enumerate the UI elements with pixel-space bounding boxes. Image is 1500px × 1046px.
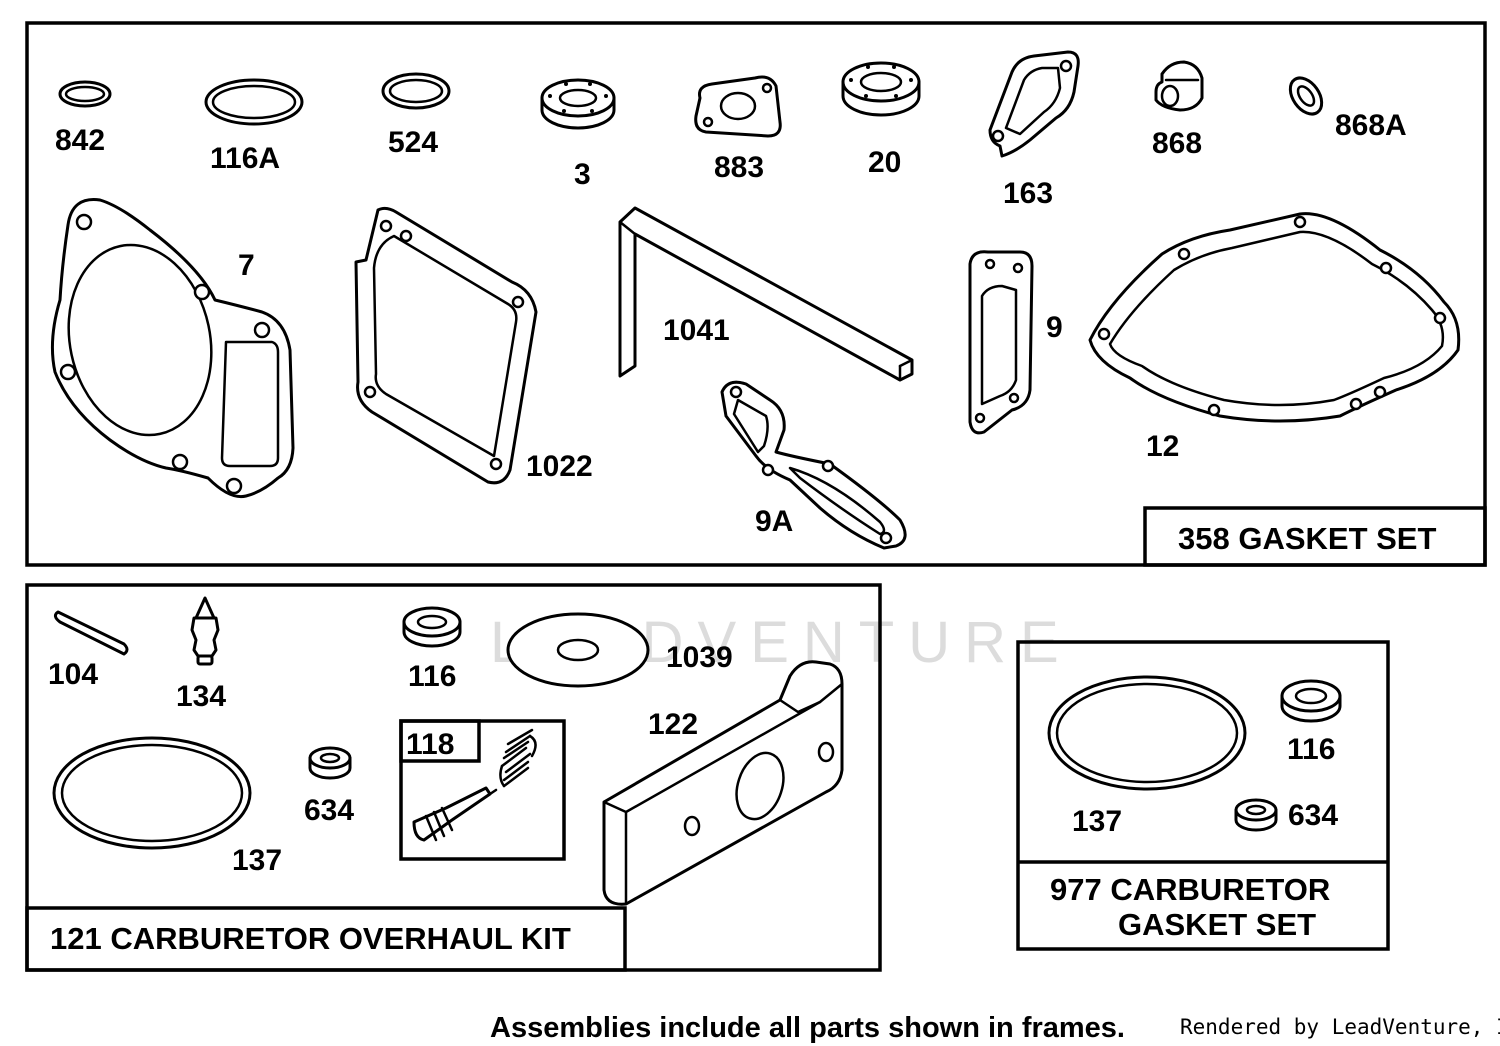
label-1041: 1041 [663, 314, 730, 347]
part-163-gasket [988, 50, 1080, 158]
part-104-pin [53, 610, 129, 656]
part-9A-gasket [720, 380, 907, 550]
subkit-118-frame [399, 719, 566, 861]
label-1039: 1039 [666, 641, 733, 674]
carb-gasket-set-title-2: GASKET SET [1118, 907, 1316, 942]
label-524: 524 [388, 126, 438, 159]
label-868A: 868A [1335, 109, 1407, 142]
part-118-idle-screw [412, 786, 498, 842]
part-12-crankcase-gasket [1088, 212, 1461, 423]
label-104: 104 [48, 658, 98, 691]
subkit-118-label: 118 [406, 728, 454, 761]
carb-part-116-washer [1280, 679, 1342, 723]
part-134-inlet-needle [190, 596, 220, 666]
part-116-washer [402, 606, 462, 648]
carb-part-137-gasket [1047, 675, 1247, 791]
carb-gasket-set-title-1: 977 CARBURETOR [1050, 872, 1330, 907]
part-116A-oring [204, 78, 304, 126]
label-842: 842 [55, 124, 105, 157]
gasket-set-frame [25, 21, 1487, 567]
carb-part-634-washer [1234, 798, 1278, 832]
label-883: 883 [714, 151, 764, 184]
part-7-head-gasket [50, 198, 295, 499]
part-20-oil-seal [841, 61, 921, 117]
part-868-valve-seal [1154, 60, 1204, 112]
label-868: 868 [1152, 127, 1202, 160]
label-1022: 1022 [526, 450, 593, 483]
part-1041-seal-strip [618, 206, 914, 382]
part-634-washer [308, 746, 352, 780]
carb-label-116: 116 [1287, 733, 1335, 766]
part-137-bowl-gasket [52, 736, 252, 850]
gasket-set-title: 358 GASKET SET [1178, 521, 1436, 556]
label-634: 634 [304, 794, 354, 827]
part-868A-washer [1288, 76, 1324, 116]
carb-label-634: 634 [1288, 799, 1338, 832]
gasket-set-title-box [1143, 506, 1487, 567]
subkit-118-title-box [399, 719, 481, 763]
label-7: 7 [238, 249, 255, 282]
part-3-oil-seal [540, 78, 616, 130]
part-883-gasket [694, 75, 782, 138]
label-116A: 116A [210, 142, 280, 175]
overhaul-kit-title-box [25, 906, 627, 972]
label-134: 134 [176, 680, 226, 713]
carb-gasket-set-frame [1016, 640, 1390, 951]
label-9A: 9A [755, 505, 793, 538]
part-1039-diaphragm [506, 612, 650, 688]
label-20: 20 [868, 146, 901, 179]
label-12: 12 [1146, 430, 1179, 463]
carb-label-137: 137 [1072, 805, 1122, 838]
part-842-oring [58, 80, 112, 108]
part-524-oring [381, 72, 451, 110]
label-116: 116 [408, 660, 456, 693]
part-9-gasket [968, 250, 1034, 435]
part-1022-gasket [354, 206, 538, 485]
label-137: 137 [232, 844, 282, 877]
label-163: 163 [1003, 177, 1053, 210]
part-122-spacer [602, 660, 844, 906]
part-118-idle-spring [499, 728, 537, 788]
label-3: 3 [574, 158, 591, 191]
label-122: 122 [648, 708, 698, 741]
frames-note: Assemblies include all parts shown in fr… [490, 1012, 1125, 1044]
render-credit: Rendered by LeadVenture, Inc. [1180, 1015, 1500, 1039]
overhaul-kit-title: 121 CARBURETOR OVERHAUL KIT [50, 921, 571, 956]
label-9: 9 [1046, 311, 1063, 344]
